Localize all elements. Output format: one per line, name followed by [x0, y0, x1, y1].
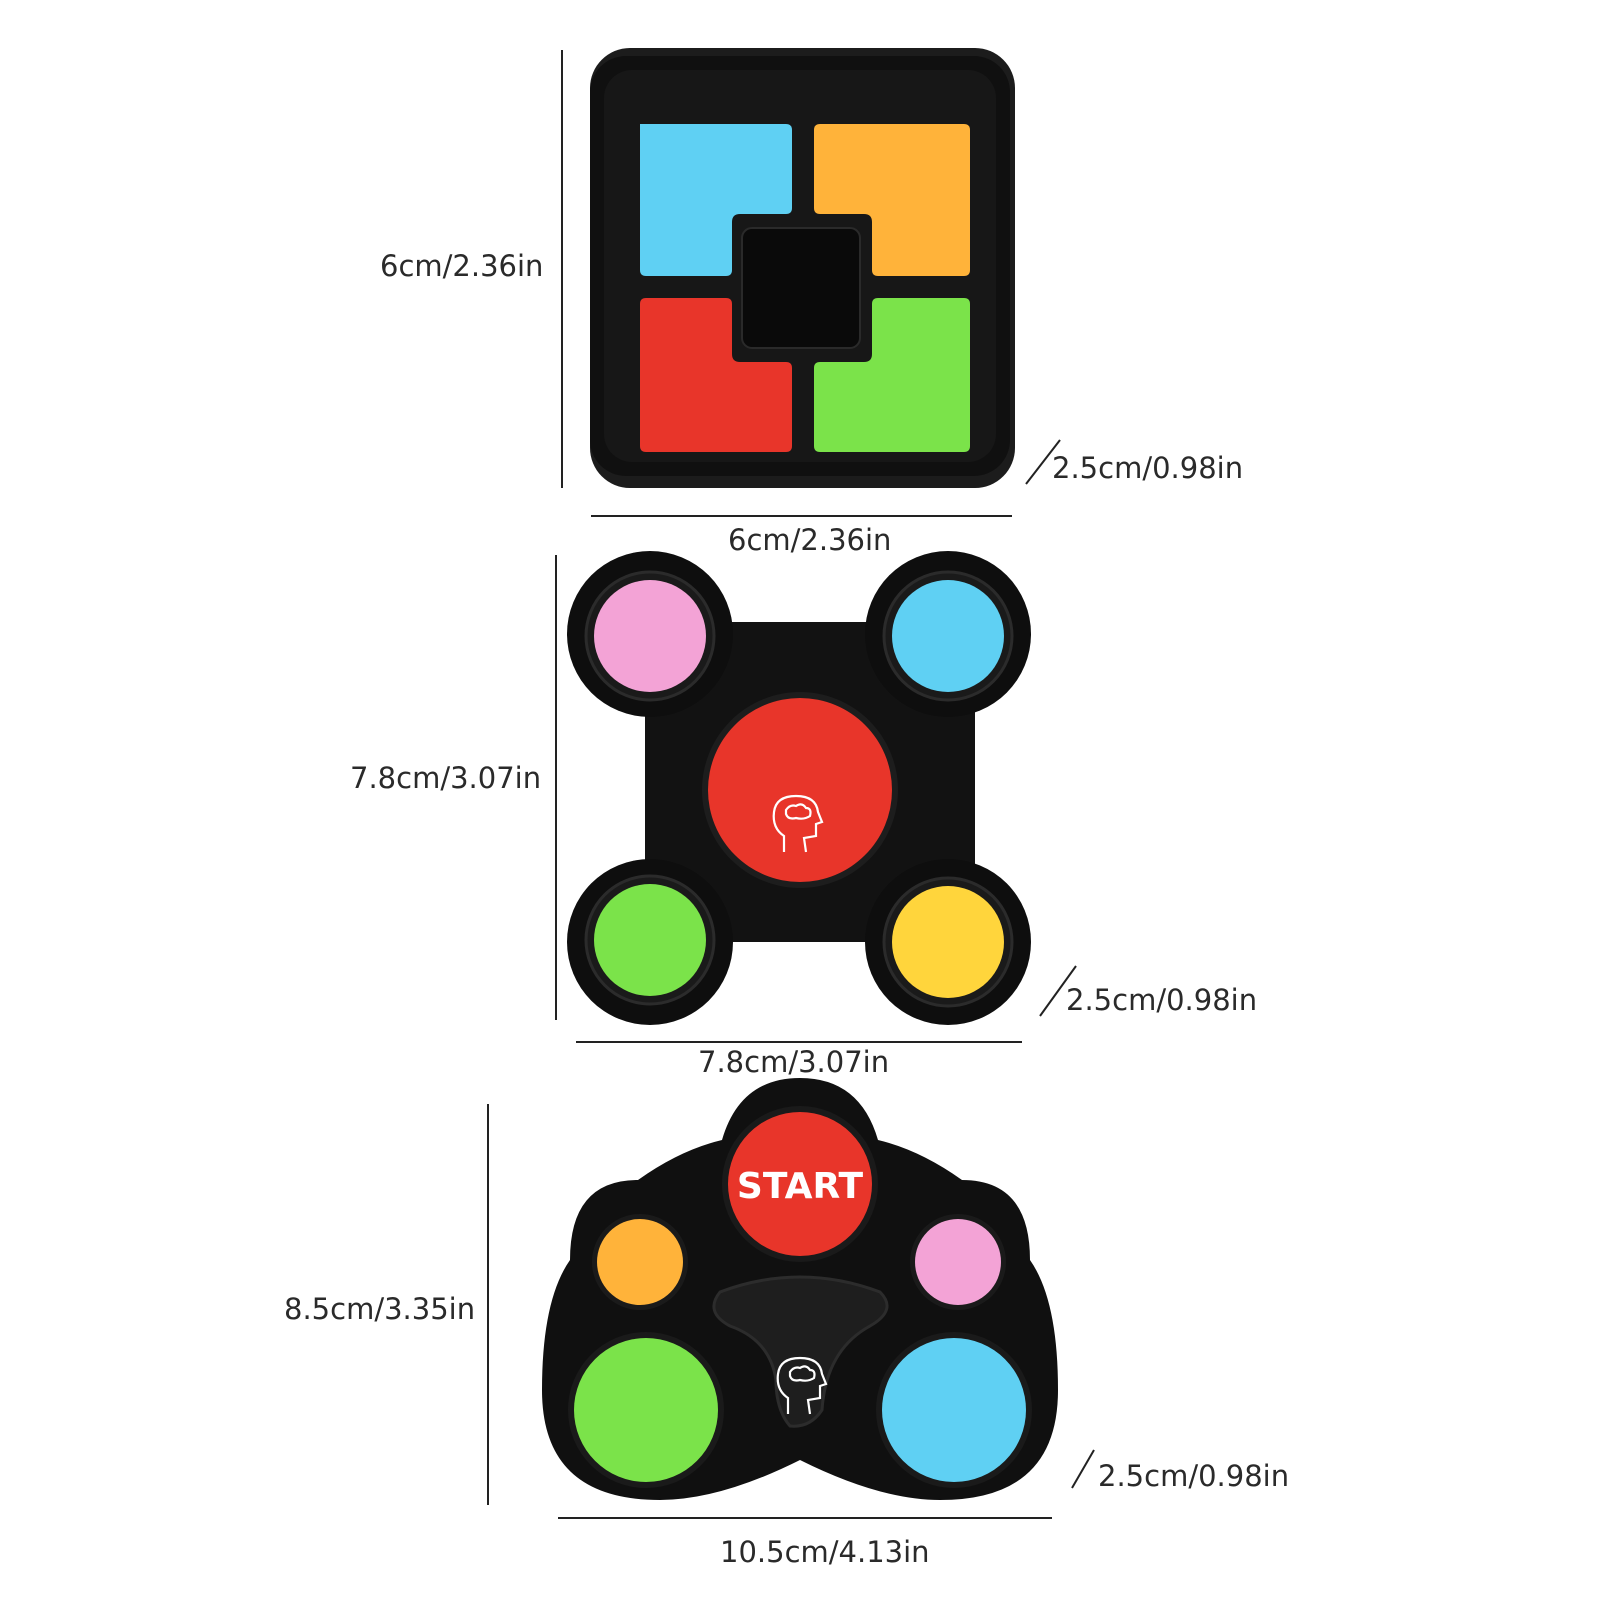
- brain-head-icon: [776, 1356, 828, 1415]
- width-label-four-lobe: 7.8cm/3.07in: [698, 1045, 890, 1079]
- red-center-button[interactable]: [708, 698, 892, 882]
- pink-button[interactable]: [594, 580, 706, 692]
- depth-measure-line-1: [1025, 439, 1061, 485]
- blue-button[interactable]: [640, 124, 792, 276]
- height-label-four-lobe: 7.8cm/3.07in: [350, 761, 542, 795]
- depth-measure-line-2: [1039, 965, 1077, 1017]
- start-button-label: START: [737, 1166, 864, 1207]
- green-round-button[interactable]: [594, 884, 706, 996]
- start-button[interactable]: [728, 1112, 872, 1256]
- green-button[interactable]: [814, 298, 970, 452]
- depth-label-square: 2.5cm/0.98in: [1052, 451, 1244, 485]
- orange-button[interactable]: [814, 124, 970, 276]
- orange-round-button[interactable]: [597, 1219, 683, 1305]
- height-label-square: 6cm/2.36in: [380, 249, 544, 283]
- blue-big-button[interactable]: [882, 1338, 1026, 1482]
- depth-label-paw: 2.5cm/0.98in: [1098, 1459, 1290, 1493]
- depth-label-four-lobe: 2.5cm/0.98in: [1066, 983, 1258, 1017]
- pink-round-button[interactable]: [915, 1219, 1001, 1305]
- yellow-button[interactable]: [892, 886, 1004, 998]
- green-big-button[interactable]: [574, 1338, 718, 1482]
- center-tri-button[interactable]: [712, 1275, 889, 1428]
- blue-round-button[interactable]: [892, 580, 1004, 692]
- center-button[interactable]: [741, 227, 861, 349]
- paw-game: START: [487, 1078, 1095, 1519]
- red-button[interactable]: [640, 298, 792, 452]
- brain-head-icon: [772, 794, 824, 853]
- square-game: [561, 48, 1061, 517]
- width-label-square: 6cm/2.36in: [728, 523, 892, 557]
- depth-measure-line-3: [1071, 1449, 1095, 1489]
- height-label-paw: 8.5cm/3.35in: [284, 1292, 476, 1326]
- width-label-paw: 10.5cm/4.13in: [720, 1535, 930, 1569]
- four-lobe-game: [555, 551, 1077, 1043]
